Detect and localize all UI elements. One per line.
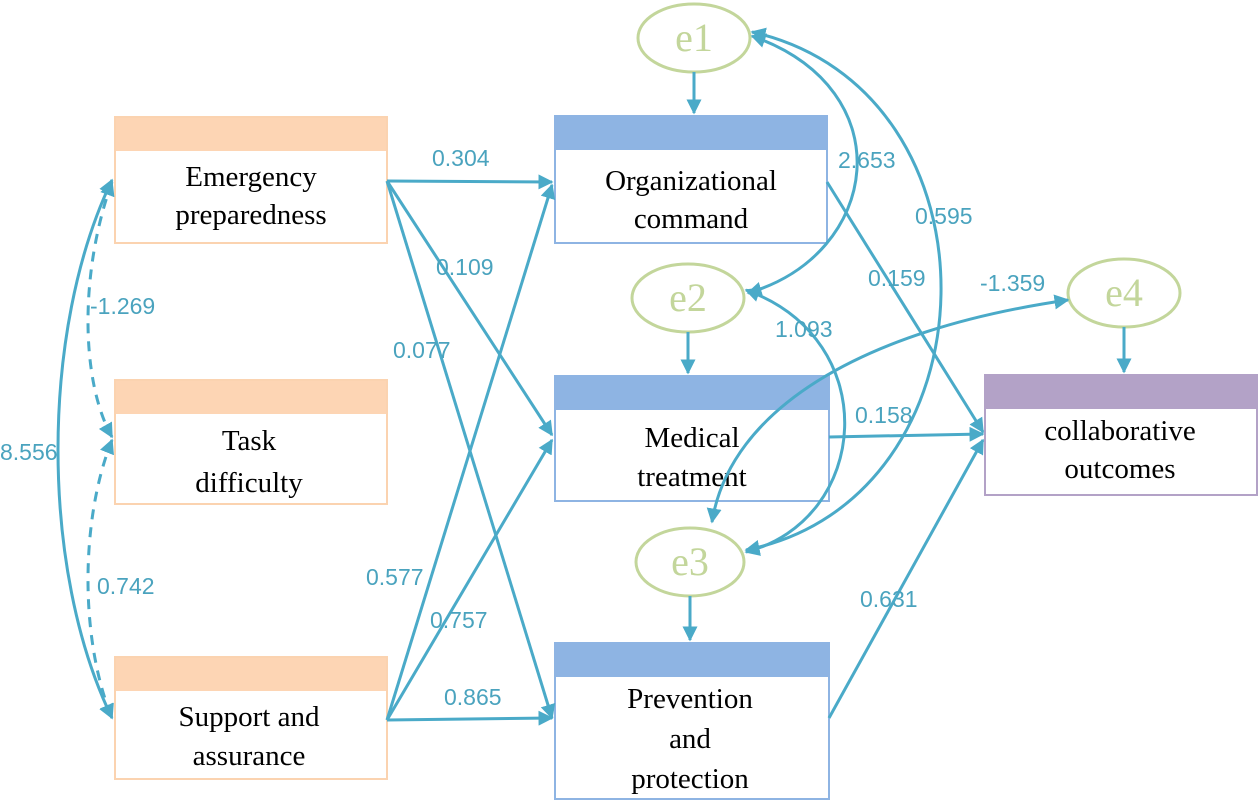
prevention-label-line3: protection [631, 763, 749, 795]
prevention-label-line1: Prevention [627, 683, 753, 715]
support-label-line1: Support and [179, 701, 320, 733]
cov-ep-task [86, 180, 115, 439]
node-prevention-protection: Prevention and protection [554, 642, 830, 800]
coef-cov-ep-sa: 8.556 [0, 439, 58, 465]
coef-sa-med: 0.757 [430, 607, 488, 633]
coef-cov-e1-e2: 2.653 [838, 147, 896, 173]
coef-sa-org: 0.577 [366, 564, 424, 590]
cov-e1-e2 [746, 33, 859, 297]
coef-cov-e1-e3: 0.595 [915, 203, 973, 229]
coef-cov-ep-task: -1.269 [90, 293, 155, 319]
path-sa-org [385, 183, 556, 721]
collab-label-line1: collaborative [1044, 415, 1195, 447]
path-med-collab [828, 426, 985, 442]
path-prev-collab [827, 438, 985, 719]
coef-prev-collab: 0.631 [860, 586, 918, 612]
node-collaborative-outcomes: collaborative outcomes [984, 374, 1258, 496]
coef-med-collab: 0.158 [855, 402, 913, 428]
coef-ep-med: 0.109 [436, 254, 494, 280]
support-label-line2: assurance [193, 740, 306, 772]
emergency-label-line2: preparedness [175, 199, 326, 231]
coef-cov-e2-e3: 1.093 [775, 316, 833, 342]
path-sa-med [385, 438, 554, 721]
node-task-difficulty: Task difficulty [114, 379, 388, 505]
error-e3: e3 [634, 526, 746, 598]
node-organizational-command: Organizational command [554, 115, 828, 244]
node-emergency-preparedness: Emergency preparedness [114, 116, 388, 244]
error-e1: e1 [636, 2, 752, 74]
collab-label-line2: outcomes [1064, 453, 1175, 485]
path-ep-org [386, 174, 554, 190]
org-label-line1: Organizational [605, 165, 777, 197]
error-e2: e2 [630, 262, 746, 334]
task-label-line1: Task [222, 425, 277, 457]
error-e4: e4 [1066, 257, 1182, 329]
path-ep-med [385, 180, 554, 437]
path-sa-prev [386, 710, 554, 726]
cov-ep-sa [56, 178, 114, 720]
e1-label: e1 [675, 15, 713, 60]
coef-org-collab: 0.159 [868, 265, 926, 291]
task-label-line2: difficulty [195, 467, 303, 499]
e3-label: e3 [671, 539, 709, 584]
prevention-label-line2: and [669, 723, 711, 755]
e2-label: e2 [669, 275, 707, 320]
coef-cov-e4-e3: -1.359 [980, 270, 1045, 296]
org-label-line2: command [634, 203, 749, 235]
cov-e4-e3 [706, 294, 1070, 524]
e4-label: e4 [1105, 270, 1143, 315]
coef-cov-task-sa: 0.742 [97, 573, 155, 599]
emergency-label-line1: Emergency [185, 161, 317, 193]
node-medical-treatment: Medical treatment [554, 375, 830, 502]
coef-sa-prev: 0.865 [444, 684, 502, 710]
coef-ep-prev: 0.077 [393, 337, 451, 363]
coef-ep-org: 0.304 [432, 145, 490, 171]
medical-label-line1: Medical [644, 422, 739, 454]
node-support-assurance: Support and assurance [114, 656, 388, 780]
